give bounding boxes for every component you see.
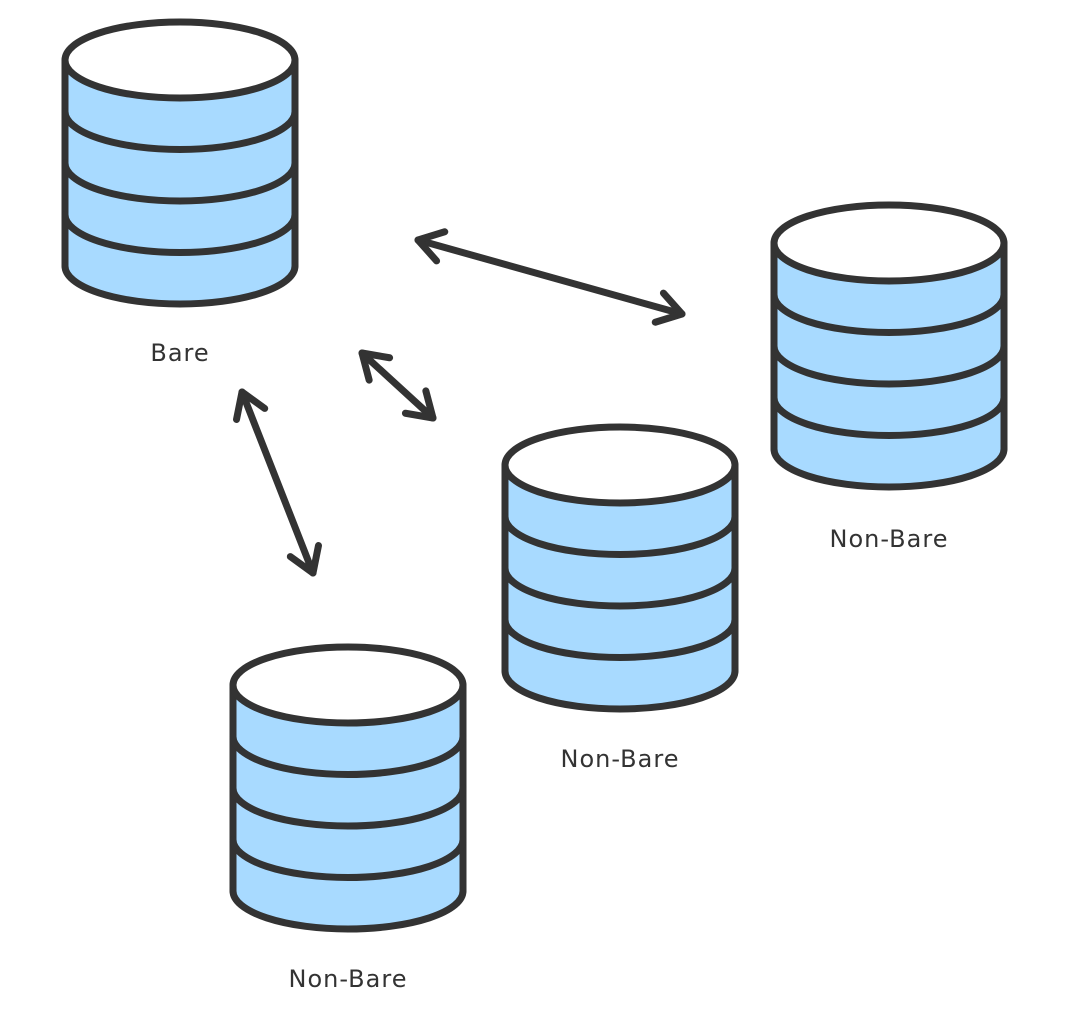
non-bare-repository-bottom-icon bbox=[229, 643, 467, 933]
non-bare-repository-right-icon bbox=[770, 201, 1008, 491]
non-bare-repository-middle-label: Non-Bare bbox=[561, 745, 680, 773]
non-bare-repository-bottom-label: Non-Bare bbox=[289, 965, 408, 993]
non-bare-repository-right-label: Non-Bare bbox=[830, 525, 949, 553]
bare-repository-label: Bare bbox=[150, 339, 209, 367]
bare-repository-icon bbox=[61, 18, 299, 308]
bidirectional-arrow-bare-to-middle-icon bbox=[358, 349, 437, 422]
bidirectional-arrow-bare-to-bottom-icon bbox=[233, 388, 322, 577]
non-bare-repository-middle-icon bbox=[501, 423, 739, 713]
bidirectional-arrow-bare-to-right-icon bbox=[414, 228, 686, 326]
